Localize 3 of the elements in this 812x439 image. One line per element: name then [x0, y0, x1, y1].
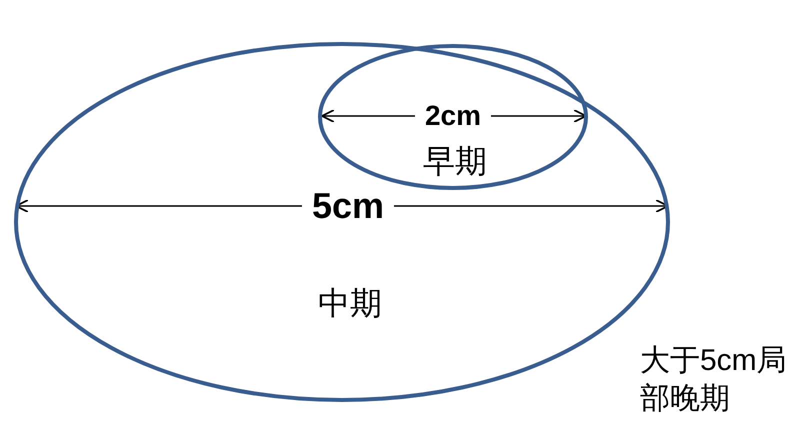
stage-label: 早期 [423, 142, 487, 181]
note-text: 大于5cm局部晚期 [640, 343, 788, 416]
stage-label: 中期 [318, 284, 382, 323]
